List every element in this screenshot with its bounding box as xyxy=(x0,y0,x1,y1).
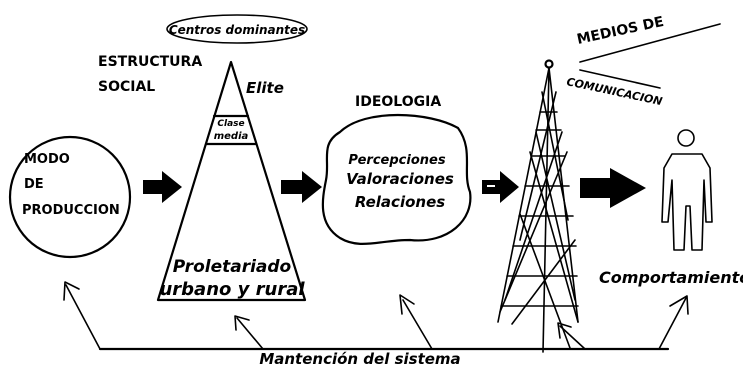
ideologia-label: IDEOLOGIA xyxy=(355,94,441,110)
social-label: SOCIAL xyxy=(98,79,155,95)
feedback-arrows xyxy=(63,281,689,350)
signal-line-lower xyxy=(579,69,661,89)
centros-dominantes-oval xyxy=(166,14,308,44)
percepciones-label: Percepciones xyxy=(348,153,445,168)
arrow-medios-to-persona xyxy=(580,168,646,208)
social-pyramid xyxy=(156,60,307,302)
proletariado-label: Proletariado xyxy=(173,257,292,277)
relaciones-label: Relaciones xyxy=(355,193,445,211)
arrow-modo-to-estructura xyxy=(143,171,182,203)
radio-tower xyxy=(497,59,579,353)
modo-produccion-circle xyxy=(8,135,132,259)
comportamientos-label: Comportamientos xyxy=(599,268,743,287)
media-label: media xyxy=(214,131,249,142)
ideologia-blob xyxy=(321,113,472,245)
mantencion-label: Mantención del sistema xyxy=(259,350,460,368)
urbano-rural-label: urbano y rural xyxy=(159,279,305,300)
modo-label: MODO xyxy=(24,152,70,167)
centros-dominantes-label: Centros dominantes xyxy=(169,23,305,37)
clase-label: Clase xyxy=(217,119,244,129)
elite-label: Elite xyxy=(246,79,284,97)
arrow-estructura-to-ideologia xyxy=(281,171,322,203)
comunicacion-label: COMUNICACION xyxy=(565,75,663,108)
valoraciones-label: Valoraciones xyxy=(346,170,454,188)
produccion-label: PRODUCCION xyxy=(22,203,120,218)
person-figure xyxy=(661,129,713,251)
signal-line-upper xyxy=(579,23,721,63)
arrow-ideologia-to-medios xyxy=(482,171,519,203)
de-label: DE xyxy=(24,177,44,192)
estructura-label: ESTRUCTURA xyxy=(98,54,202,70)
